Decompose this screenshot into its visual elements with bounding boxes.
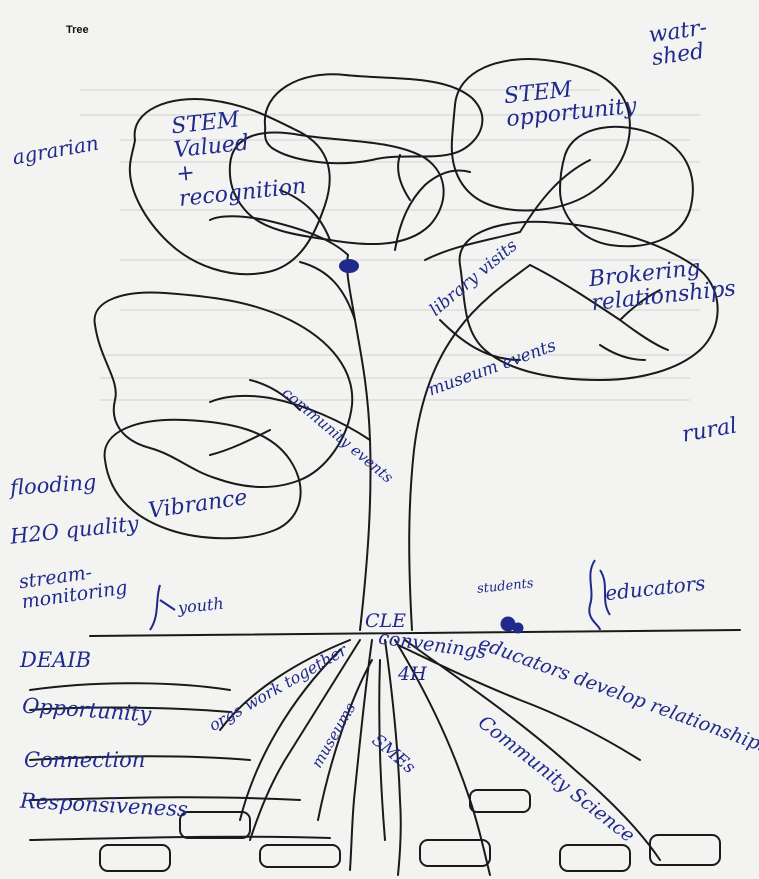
label-youth: youth — [177, 596, 224, 617]
label-stem-valued: STEM Valued + recognition — [170, 105, 280, 212]
label-4h: 4H — [398, 665, 427, 684]
student-figure-icon-2 — [513, 623, 523, 633]
label-connection: Connection — [24, 750, 145, 771]
label-deaib: DEAIB — [20, 650, 91, 671]
bird-icon — [340, 260, 358, 272]
page-title: Tree — [66, 24, 89, 36]
label-stem-opportunity: STEM opportunity — [503, 75, 607, 131]
